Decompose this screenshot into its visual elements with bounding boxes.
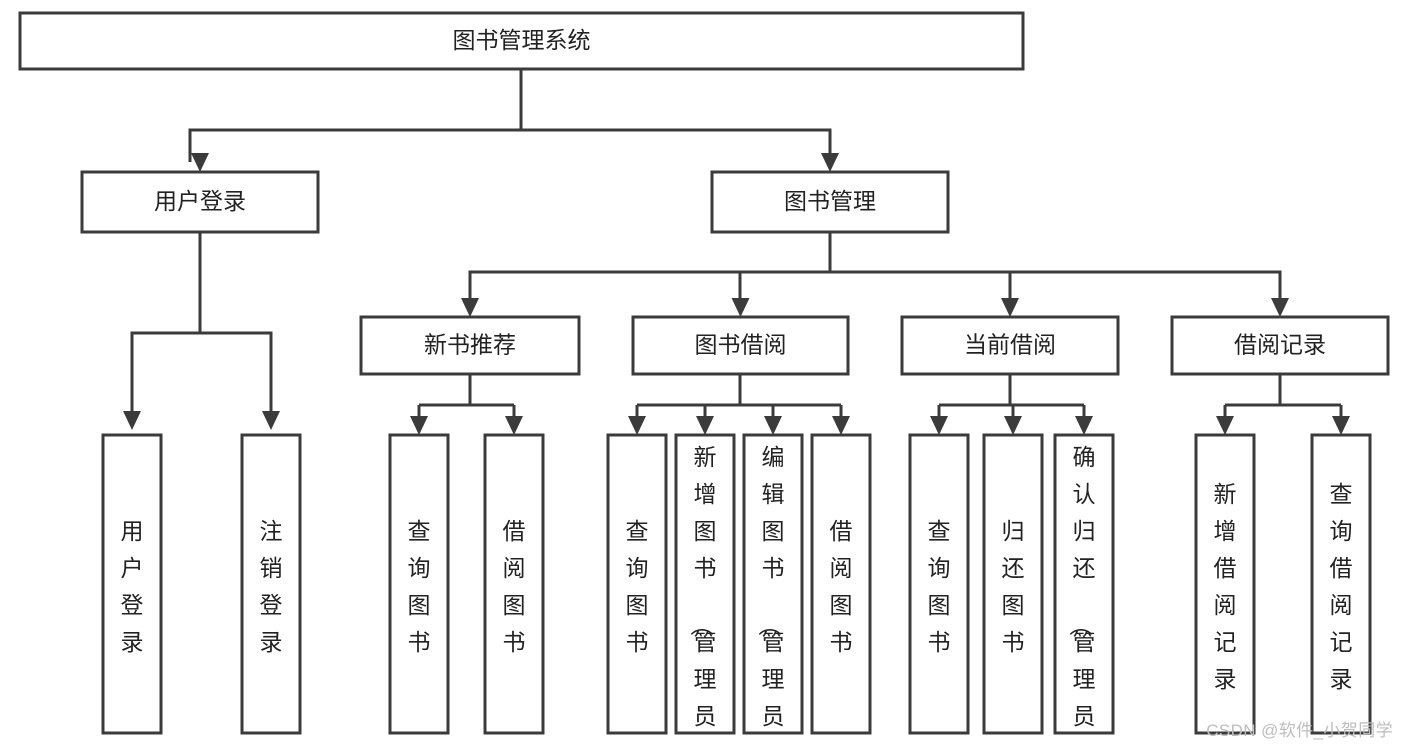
arrow-to-borrow-record [1271, 298, 1289, 317]
node-leaf-query-book-2[interactable]: 查询图书 [606, 433, 668, 735]
node-leaf-user-login-box[interactable] [101, 433, 163, 735]
node-leaf-logout-label: 注销登录 [260, 518, 283, 655]
node-borrow-record-box[interactable] [1170, 315, 1390, 376]
node-leaf-add-book-box[interactable] [674, 433, 736, 735]
node-book-borrow-label: 图书借阅 [695, 332, 787, 358]
arrow-to-book-borrow [731, 298, 750, 317]
node-leaf-add-book-label: 新增图书（管理员） [689, 444, 717, 747]
node-leaf-return-book-box[interactable] [982, 433, 1044, 735]
node-new-book-rec-box[interactable] [359, 315, 581, 376]
arrow-to-current-borrow [1001, 298, 1019, 317]
node-leaf-confirm-return-box[interactable] [1053, 433, 1115, 735]
node-new-book-rec[interactable]: 新书推荐 [359, 315, 581, 376]
node-book-borrow-box[interactable] [631, 315, 850, 376]
arrow-book-borrow-1 [696, 416, 714, 435]
watermark-text: CSDN @软件_小贺同学 [1206, 721, 1393, 740]
node-leaf-add-record[interactable]: 新增借阅记录 [1194, 433, 1256, 735]
node-borrow-record[interactable]: 借阅记录 [1170, 315, 1390, 376]
node-leaf-query-record[interactable]: 查询借阅记录 [1310, 433, 1372, 735]
node-leaf-query-record-box[interactable] [1310, 433, 1372, 735]
node-book-manage[interactable]: 图书管理 [710, 170, 950, 234]
node-leaf-query-book-1[interactable]: 查询图书 [388, 433, 450, 735]
node-leaf-query-book-3-label: 查询图书 [928, 518, 951, 655]
arrow-to-user-login [191, 153, 209, 172]
arrow-to-leaf-logout [262, 411, 280, 430]
arrow-current-borrow-1 [1004, 416, 1022, 435]
node-leaf-user-login-label: 用户登录 [121, 518, 144, 655]
edge-root-bus [188, 69, 523, 162]
node-leaf-borrow-book-2-box[interactable] [810, 433, 872, 735]
edge-root-to-book-manage [521, 128, 832, 162]
node-leaf-edit-book-box[interactable] [742, 433, 804, 735]
node-leaf-edit-book-label: 编辑图书（管理员） [757, 444, 785, 747]
node-current-borrow-box[interactable] [900, 315, 1120, 376]
node-root[interactable]: 图书管理系统 [18, 11, 1025, 71]
edge-user-login-right [200, 331, 273, 425]
node-leaf-add-book[interactable]: 新增图书（管理员） [674, 433, 736, 747]
edge-bm-to-book-borrow [738, 270, 830, 307]
node-leaf-logout[interactable]: 注销登录 [240, 433, 302, 735]
node-leaf-borrow-book-1-label: 借阅图书 [503, 518, 526, 655]
node-book-manage-label: 图书管理 [784, 188, 876, 214]
node-leaf-add-record-label: 新增借阅记录 [1214, 481, 1237, 692]
arrow-new-book-rec-0 [410, 416, 428, 435]
arrow-book-borrow-2 [764, 416, 782, 435]
arrow-book-borrow-3 [832, 416, 850, 435]
node-user-login-box[interactable] [80, 170, 320, 234]
node-user-login-label: 用户登录 [154, 188, 246, 214]
node-leaf-confirm-return-label: 确认归还（管理员） [1068, 444, 1096, 747]
arrow-borrow-record-1 [1332, 416, 1350, 435]
edge-bm-to-borrow-record [830, 270, 1282, 307]
node-current-borrow-label: 当前借阅 [964, 332, 1056, 358]
node-book-manage-box[interactable] [710, 170, 950, 234]
node-leaf-borrow-book-2[interactable]: 借阅图书 [810, 433, 872, 735]
node-leaf-query-book-3[interactable]: 查询图书 [908, 433, 970, 735]
node-current-borrow[interactable]: 当前借阅 [900, 315, 1120, 376]
node-leaf-return-book-label: 归还图书 [1002, 518, 1025, 655]
node-leaf-edit-book[interactable]: 编辑图书（管理员） [742, 433, 804, 747]
node-leaf-confirm-return[interactable]: 确认归还（管理员） [1053, 433, 1115, 747]
node-root-label: 图书管理系统 [453, 27, 591, 53]
node-leaf-add-record-box[interactable] [1194, 433, 1256, 735]
node-new-book-rec-label: 新书推荐 [424, 332, 516, 358]
node-leaf-logout-box[interactable] [240, 433, 302, 735]
arrow-current-borrow-2 [1075, 416, 1093, 435]
node-leaf-query-book-1-box[interactable] [388, 433, 450, 735]
node-leaf-user-login[interactable]: 用户登录 [101, 433, 163, 735]
nodes-layer: 图书管理系统用户登录图书管理新书推荐图书借阅当前借阅借阅记录用户登录注销登录查询… [18, 11, 1390, 747]
node-leaf-query-book-2-label: 查询图书 [626, 518, 649, 655]
arrow-borrow-record-0 [1216, 416, 1234, 435]
node-leaf-return-book[interactable]: 归还图书 [982, 433, 1044, 735]
node-root-box[interactable] [18, 11, 1025, 71]
arrow-book-borrow-0 [628, 416, 646, 435]
edges-layer [123, 69, 1350, 435]
arrow-to-new-book-rec [461, 298, 479, 317]
edge-bm-to-current-borrow [830, 270, 1012, 307]
arrow-new-book-rec-1 [505, 416, 523, 435]
node-leaf-borrow-book-2-label: 借阅图书 [830, 518, 853, 655]
arrow-current-borrow-0 [930, 416, 948, 435]
node-leaf-query-record-label: 查询借阅记录 [1330, 481, 1353, 692]
node-user-login[interactable]: 用户登录 [80, 170, 320, 234]
node-borrow-record-label: 借阅记录 [1234, 332, 1326, 358]
edge-book-manage-down [468, 232, 832, 307]
node-leaf-borrow-book-1-box[interactable] [483, 433, 545, 735]
arrow-to-book-manage [821, 153, 839, 172]
arrow-to-leaf-user-login [123, 411, 141, 430]
node-leaf-query-book-2-box[interactable] [606, 433, 668, 735]
node-leaf-borrow-book-1[interactable]: 借阅图书 [483, 433, 545, 735]
node-book-borrow[interactable]: 图书借阅 [631, 315, 850, 376]
edge-user-login-down [130, 232, 202, 425]
node-leaf-query-book-3-box[interactable] [908, 433, 970, 735]
node-leaf-query-book-1-label: 查询图书 [408, 518, 431, 655]
